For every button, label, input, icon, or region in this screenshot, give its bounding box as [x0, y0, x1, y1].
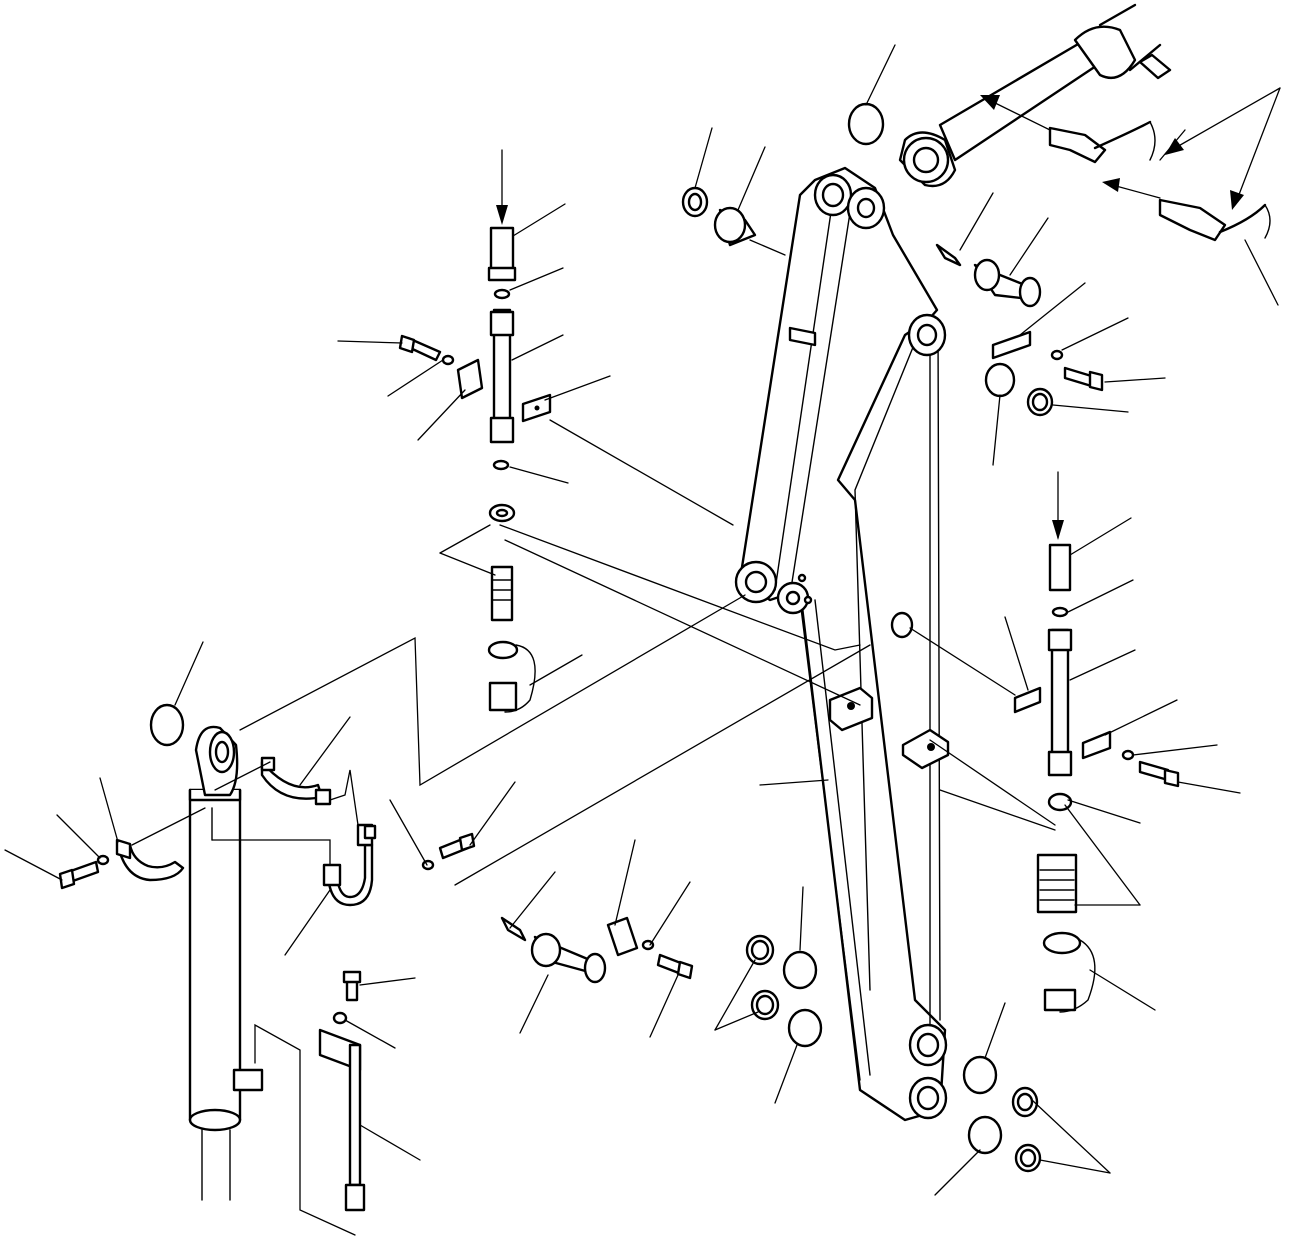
plate-right — [1013, 686, 1042, 714]
cylinder-eye — [898, 131, 957, 188]
bracket-right — [1081, 730, 1112, 760]
pipe-right — [1047, 628, 1073, 777]
seal-bottom-left-b — [750, 989, 780, 1021]
bolt-right-a — [1063, 366, 1104, 392]
bushing-top — [713, 206, 757, 247]
bolt-lower-left — [342, 970, 362, 1002]
cap-right — [1042, 931, 1096, 1013]
seal-bottom-left-a — [745, 934, 775, 966]
o-ring-mid-center — [492, 459, 510, 471]
lock-plate-bottom — [606, 916, 639, 957]
grease-fitting-top — [935, 243, 962, 267]
arm-hose-bracket-lower — [901, 728, 950, 770]
bushing-bottom-right-a — [962, 1055, 998, 1095]
bushing-right-mid — [984, 362, 1016, 398]
arm-hose-bracket-upper — [828, 686, 874, 732]
plug-right — [1048, 543, 1072, 592]
seal-bottom-right-b — [1014, 1143, 1042, 1173]
bolt-left — [58, 860, 100, 890]
seal-bottom-right-a — [1011, 1086, 1039, 1118]
plate-center — [521, 393, 552, 423]
washer-left-mid — [421, 859, 435, 871]
plug-top-center — [487, 226, 517, 282]
washer-right-b — [1121, 749, 1135, 761]
bushing-bottom-left-a — [782, 950, 818, 990]
bolt-center — [398, 334, 442, 362]
arm-body — [734, 166, 948, 1122]
pin-bottom — [530, 932, 607, 984]
washer-left-top — [149, 703, 185, 747]
grease-fitting-left — [363, 824, 377, 840]
pin-top — [973, 258, 1042, 308]
clamp-left — [115, 838, 185, 882]
bushing-top-left — [681, 186, 709, 218]
o-ring-top-center — [493, 288, 511, 300]
hose-lower — [1158, 198, 1271, 242]
washer-lower-left — [332, 1011, 348, 1025]
bolt-right-b — [1138, 760, 1180, 788]
arm-cylinder — [188, 725, 264, 1201]
seal-right-mid — [1026, 387, 1054, 417]
direction-arrows — [496, 87, 1281, 540]
elbow-center — [490, 565, 514, 622]
collar-right — [890, 611, 914, 639]
washer-center — [441, 354, 455, 366]
clamp-upper-left — [260, 756, 332, 806]
hose-upper — [1048, 120, 1156, 164]
washer-top — [847, 102, 885, 146]
elbow-right — [1036, 853, 1078, 914]
nut-center — [488, 503, 516, 523]
clamp-center — [456, 358, 484, 400]
washer-right-a — [1050, 349, 1064, 361]
cap-center — [487, 640, 536, 713]
lock-plate-top — [991, 330, 1032, 360]
grease-fitting-bottom — [500, 916, 527, 942]
boom-cylinder-rod — [938, 3, 1172, 162]
grease-pipe-lower-left — [318, 1028, 366, 1212]
bolt-left-mid — [438, 832, 476, 860]
o-ring-top-right — [1051, 606, 1069, 618]
pipe-center — [489, 308, 515, 444]
bushing-bottom-right-b — [967, 1115, 1003, 1155]
bolt-bottom — [656, 953, 694, 980]
bushing-bottom-left-b — [787, 1008, 823, 1048]
